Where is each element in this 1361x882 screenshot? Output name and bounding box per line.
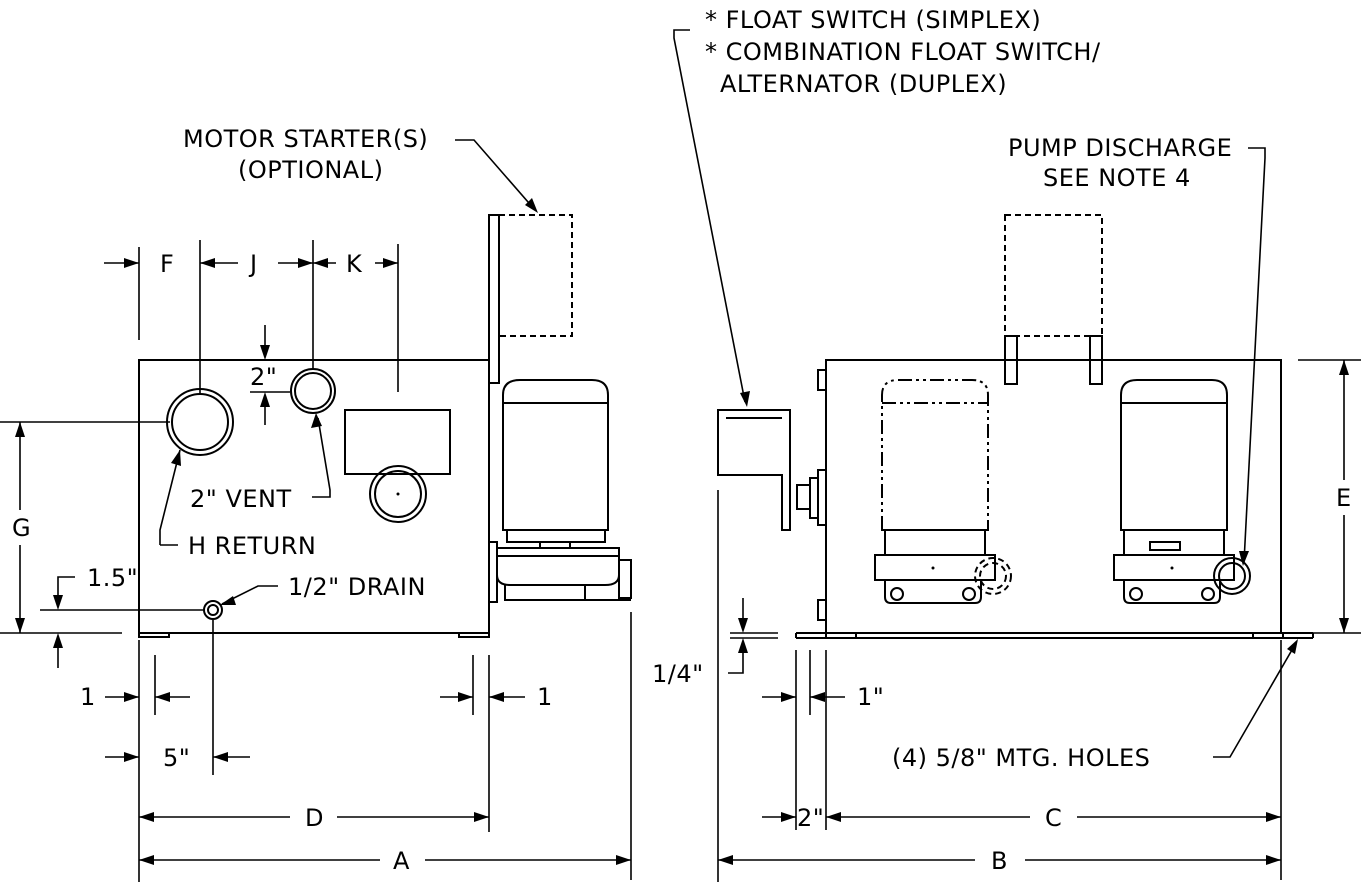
motor-starter-optional: (OPTIONAL) — [238, 156, 383, 184]
dim-vent-offset: 2" — [250, 363, 277, 391]
drain-label: 1/2" DRAIN — [288, 573, 426, 601]
front-view — [717, 214, 1314, 639]
float-switch-note: * FLOAT SWITCH (SIMPLEX) — [705, 6, 1041, 34]
pump-motor-front — [1113, 379, 1251, 604]
side-view — [138, 214, 632, 638]
tank-foot-right — [458, 632, 490, 638]
dim-c: C — [1045, 804, 1062, 832]
dim-right-foot: 1 — [537, 683, 553, 711]
pump-discharge-label: PUMP DISCHARGE — [1008, 134, 1232, 162]
motor-starter-front — [1004, 214, 1103, 337]
mtg-holes-label: (4) 5/8" MTG. HOLES — [892, 744, 1150, 772]
float-switch-front — [717, 409, 791, 531]
dim-base-thickness: 1/4" — [652, 660, 704, 688]
pump-discharge-note: SEE NOTE 4 — [1043, 164, 1191, 192]
dim-k: K — [346, 250, 363, 278]
optional-second-pump — [874, 379, 1012, 604]
dim-d: D — [305, 804, 324, 832]
combination-note-line1: * COMBINATION FLOAT SWITCH/ — [705, 38, 1101, 66]
motor-starter-label: MOTOR STARTER(S) — [183, 125, 428, 153]
pump-motor-side — [488, 379, 632, 603]
dim-g: G — [12, 514, 31, 542]
dim-j: J — [248, 250, 258, 278]
receiver-tank — [138, 359, 490, 634]
vent-label: 2" VENT — [190, 485, 292, 513]
drain-fitting — [203, 600, 223, 620]
motor-starter-outline — [498, 214, 573, 337]
dim-a: A — [393, 847, 410, 875]
dimension-lines — [0, 29, 1361, 882]
vent-opening — [290, 368, 336, 414]
dim-left-foot: 1 — [80, 683, 96, 711]
dim-foot-offset: 1" — [857, 683, 884, 711]
float-switch-housing-side — [344, 409, 451, 475]
dim-e: E — [1336, 484, 1352, 512]
combination-note-line2: ALTERNATOR (DUPLEX) — [720, 70, 1007, 98]
return-inlet — [166, 388, 234, 456]
dim-base-offset: 2" — [797, 804, 824, 832]
starter-mounting-plate — [488, 214, 500, 384]
pump-discharge-port — [1213, 557, 1251, 595]
h-return-label: H RETURN — [188, 532, 316, 560]
dim-f: F — [160, 250, 174, 278]
labels: * FLOAT SWITCH (SIMPLEX) * COMBINATION F… — [12, 6, 1352, 875]
dim-b: B — [991, 847, 1008, 875]
float-switch-flange — [369, 465, 427, 523]
dim-drain-offset: 5" — [163, 744, 190, 772]
dim-drain-height: 1.5" — [87, 564, 138, 592]
tank-foot-left — [138, 632, 170, 638]
